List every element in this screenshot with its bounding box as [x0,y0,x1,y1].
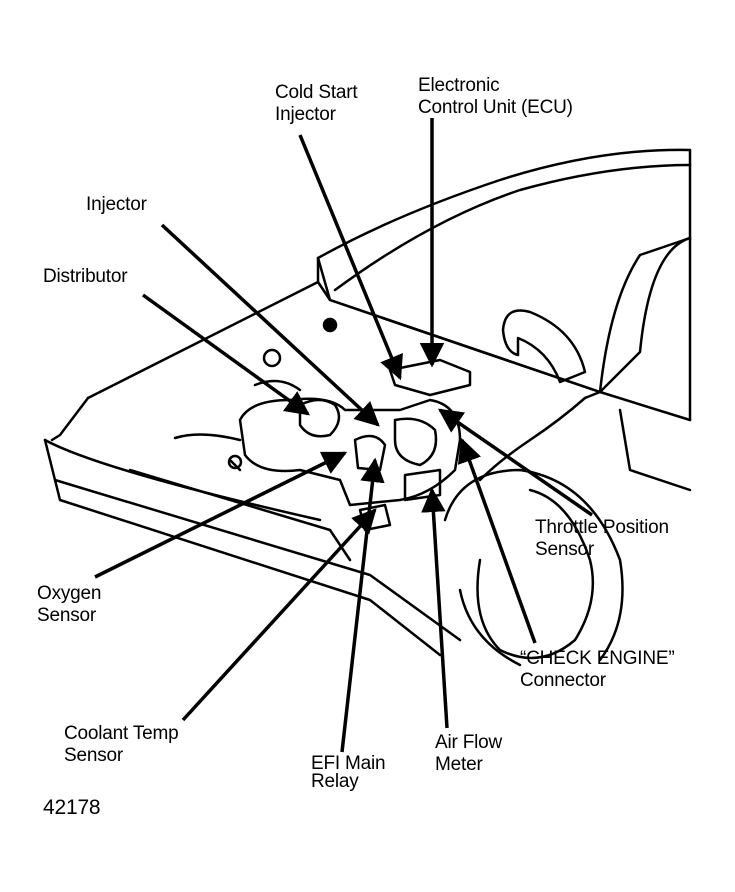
bumper-top [43,438,462,642]
grille-edge [43,438,322,522]
label-check-engine-connector: “CHECK ENGINE” Connector [520,648,675,691]
hood-outline [86,280,602,400]
distributor-pointer [141,293,310,416]
fender [478,390,692,482]
side-body [618,408,692,492]
tire-tread [458,588,522,667]
mirror [501,309,587,384]
label-coolant-temp-sensor: Coolant Temp Sensor [64,723,179,766]
windshield-inner [333,163,692,292]
front-wheel [476,488,595,660]
label-injector: Injector [86,194,147,215]
hood-front-edge [50,396,90,442]
throttle-pointer [437,408,593,517]
bumper-bottom [53,478,442,657]
oil-cap [322,317,338,333]
windshield-frame [316,236,692,394]
label-air-flow-meter: Air Flow Meter [435,732,503,775]
check-engine-pointer [457,437,537,644]
label-efi-main-relay: EFI Main Relay [311,753,386,792]
air-flow-pointer [421,487,449,729]
figure-number: 42178 [43,796,101,819]
cold-start-pointer [298,134,403,381]
label-cold-start-injector: Cold Start Injector [275,82,358,125]
label-distributor: Distributor [43,266,128,287]
efi-relay-pointer [340,457,385,753]
front-valance [128,468,352,562]
a-pillar [598,236,692,394]
label-throttle-position-sensor: Throttle Position Sensor [535,517,669,560]
label-ecu: Electronic Control Unit (ECU) [418,75,573,118]
label-oxygen-sensor: Oxygen Sensor [37,583,102,626]
coolant-pointer [181,508,377,722]
ecu-box [388,358,472,397]
injector-pointer [160,223,380,427]
roof-outline [316,148,692,284]
oxygen-pointer [94,451,348,579]
wheel-arch [443,468,624,662]
